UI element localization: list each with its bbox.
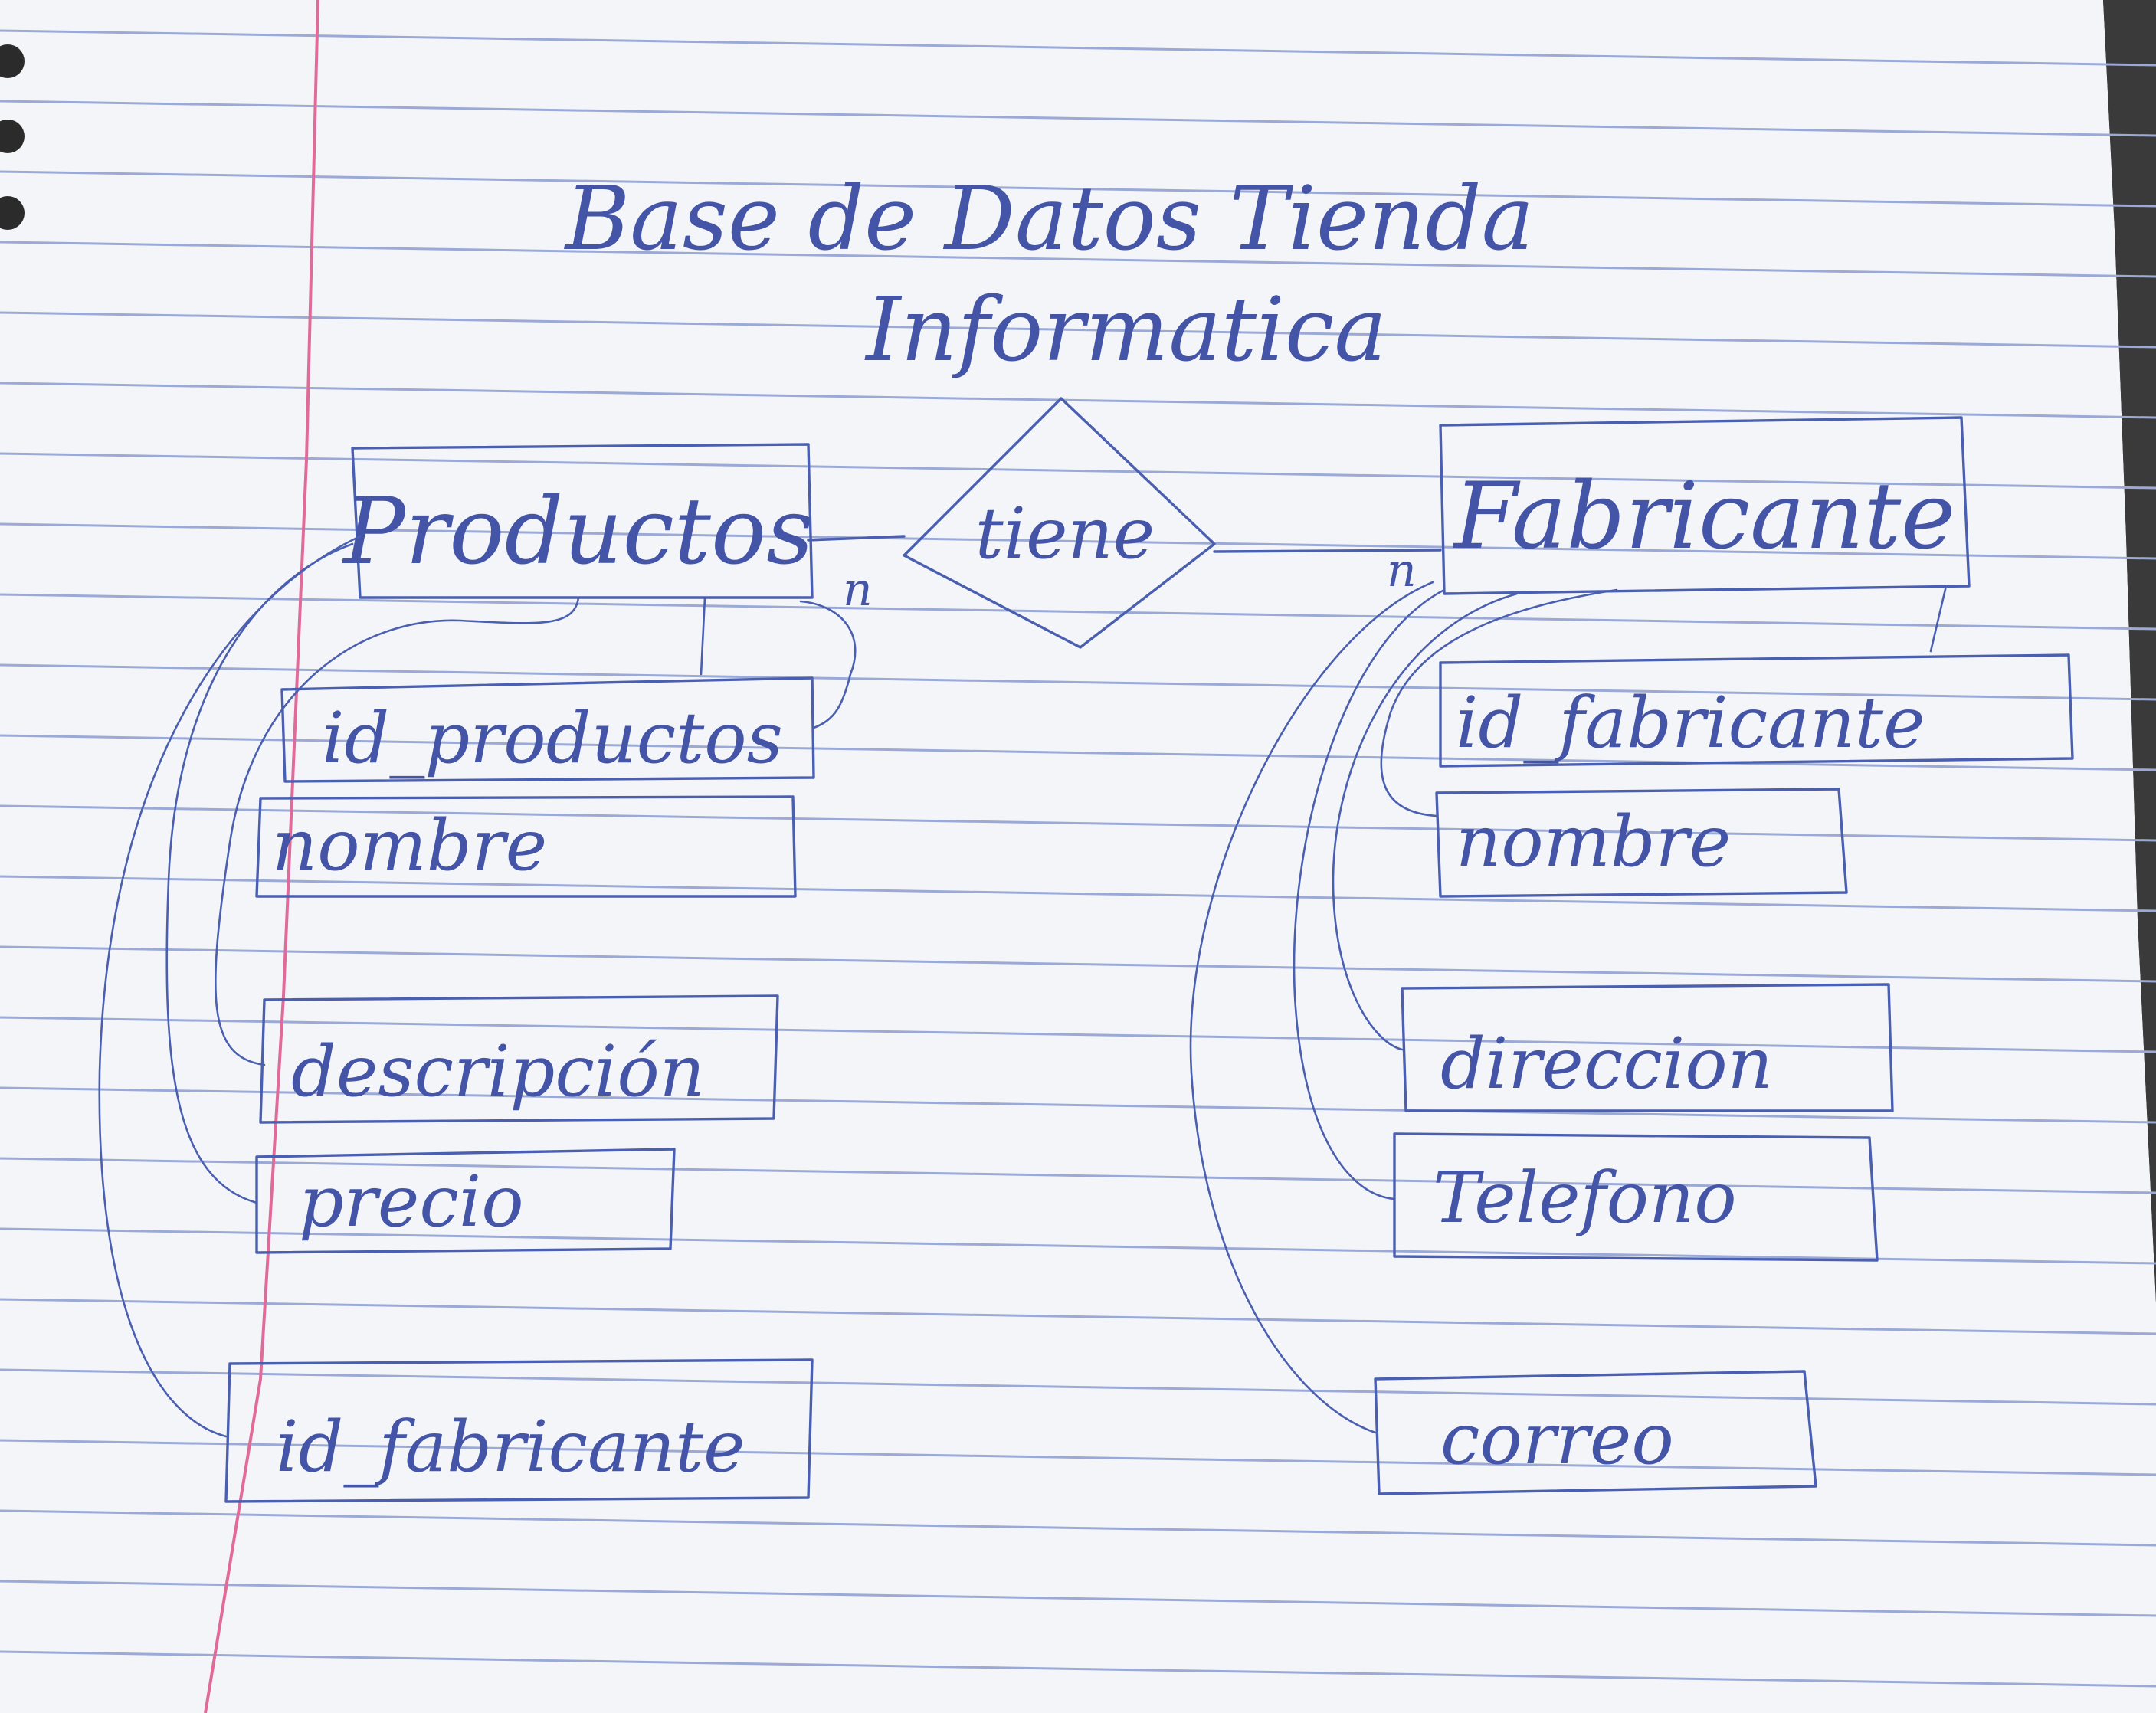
ruled-line <box>0 100 2156 137</box>
relationship-tiene: tiene n n <box>807 397 1442 649</box>
attribute-label: nombre <box>272 804 547 886</box>
attribute-label: direccion <box>1440 1023 1773 1105</box>
diagram-title: Base de Datos Tienda <box>564 168 1535 270</box>
ruled-line <box>0 382 2156 419</box>
attribute-label: id_fabricante <box>1456 682 1925 764</box>
cardinality-right: n <box>1387 544 1417 598</box>
entity-box <box>1439 416 1971 595</box>
diagram-subtitle: Informatica <box>864 279 1387 382</box>
ruled-line <box>0 945 2156 983</box>
attribute-label: nombre <box>1456 801 1731 883</box>
ruled-line <box>0 1580 2156 1617</box>
binder-hole <box>0 120 25 153</box>
attribute-box <box>224 1358 814 1503</box>
attribute-box <box>1439 653 2074 768</box>
attribute-connector <box>215 596 580 1066</box>
ruled-line <box>0 1439 2156 1476</box>
ruled-line <box>0 1227 2156 1265</box>
attribute-box <box>259 994 779 1124</box>
connector-right <box>1213 549 1442 553</box>
relationship-label: tiene <box>975 493 1155 575</box>
ruled-line <box>0 311 2156 349</box>
binder-hole <box>0 44 25 78</box>
attribute-connector <box>1380 588 1618 817</box>
attribute-label: correo <box>1440 1398 1674 1480</box>
ruled-line <box>0 1368 2156 1406</box>
productos-attributes: id_productos nombre descripción precio i… <box>224 676 815 1503</box>
binder-hole <box>0 196 25 230</box>
ruled-lines <box>0 29 2156 1688</box>
attribute-box <box>255 1148 676 1254</box>
ruled-line <box>0 29 2156 67</box>
ruled-line <box>0 170 2156 208</box>
attribute-connector <box>1929 585 1948 653</box>
fabricante-attributes: id_fabricante nombre direccion Telefono … <box>1374 653 2074 1495</box>
attribute-label: Telefono <box>1433 1157 1737 1239</box>
entity-fabricante: Fabricante <box>1439 416 1971 595</box>
ruled-line <box>0 1650 2156 1688</box>
attribute-box <box>1393 1132 1879 1262</box>
ruled-line <box>0 1509 2156 1547</box>
ruled-line <box>0 1157 2156 1194</box>
margin-line <box>204 0 319 1713</box>
attribute-box <box>1435 788 1848 898</box>
cardinality-left: n <box>843 563 873 617</box>
attribute-box <box>1401 983 1894 1112</box>
ruled-line <box>0 734 2156 771</box>
entity-productos: Productos <box>342 443 814 599</box>
attribute-connector <box>799 600 857 729</box>
ruled-line <box>0 1298 2156 1335</box>
attribute-box <box>255 795 797 898</box>
attribute-connector <box>1189 581 1434 1434</box>
page-edge-shadow <box>2103 0 2156 1302</box>
ruled-line <box>0 241 2156 278</box>
ruled-line <box>0 593 2156 631</box>
fabricante-connectors <box>1189 581 1948 1434</box>
entity-name: Fabricante <box>1453 463 1956 570</box>
attribute-connector <box>98 535 362 1438</box>
relationship-diamond <box>903 397 1216 649</box>
productos-connectors <box>98 535 857 1438</box>
attribute-box <box>280 676 815 783</box>
ruled-line <box>0 804 2156 842</box>
attribute-connector <box>700 596 706 676</box>
ruled-line <box>0 663 2156 701</box>
ruled-line <box>0 452 2156 490</box>
entity-box <box>351 443 814 599</box>
attribute-label: descripción <box>291 1030 705 1112</box>
attribute-label: id_productos <box>322 697 783 779</box>
entity-name: Productos <box>342 479 814 585</box>
ruled-line <box>0 522 2156 560</box>
connector-left <box>807 535 906 542</box>
ruled-line <box>0 875 2156 912</box>
attribute-box <box>1374 1370 1817 1495</box>
attribute-connector <box>1293 588 1446 1200</box>
attribute-connector <box>1332 592 1519 1051</box>
ruled-line <box>0 1016 2156 1053</box>
attribute-label: id_fabricante <box>276 1406 745 1488</box>
attribute-label: precio <box>299 1161 524 1243</box>
ruled-line <box>0 1086 2156 1124</box>
